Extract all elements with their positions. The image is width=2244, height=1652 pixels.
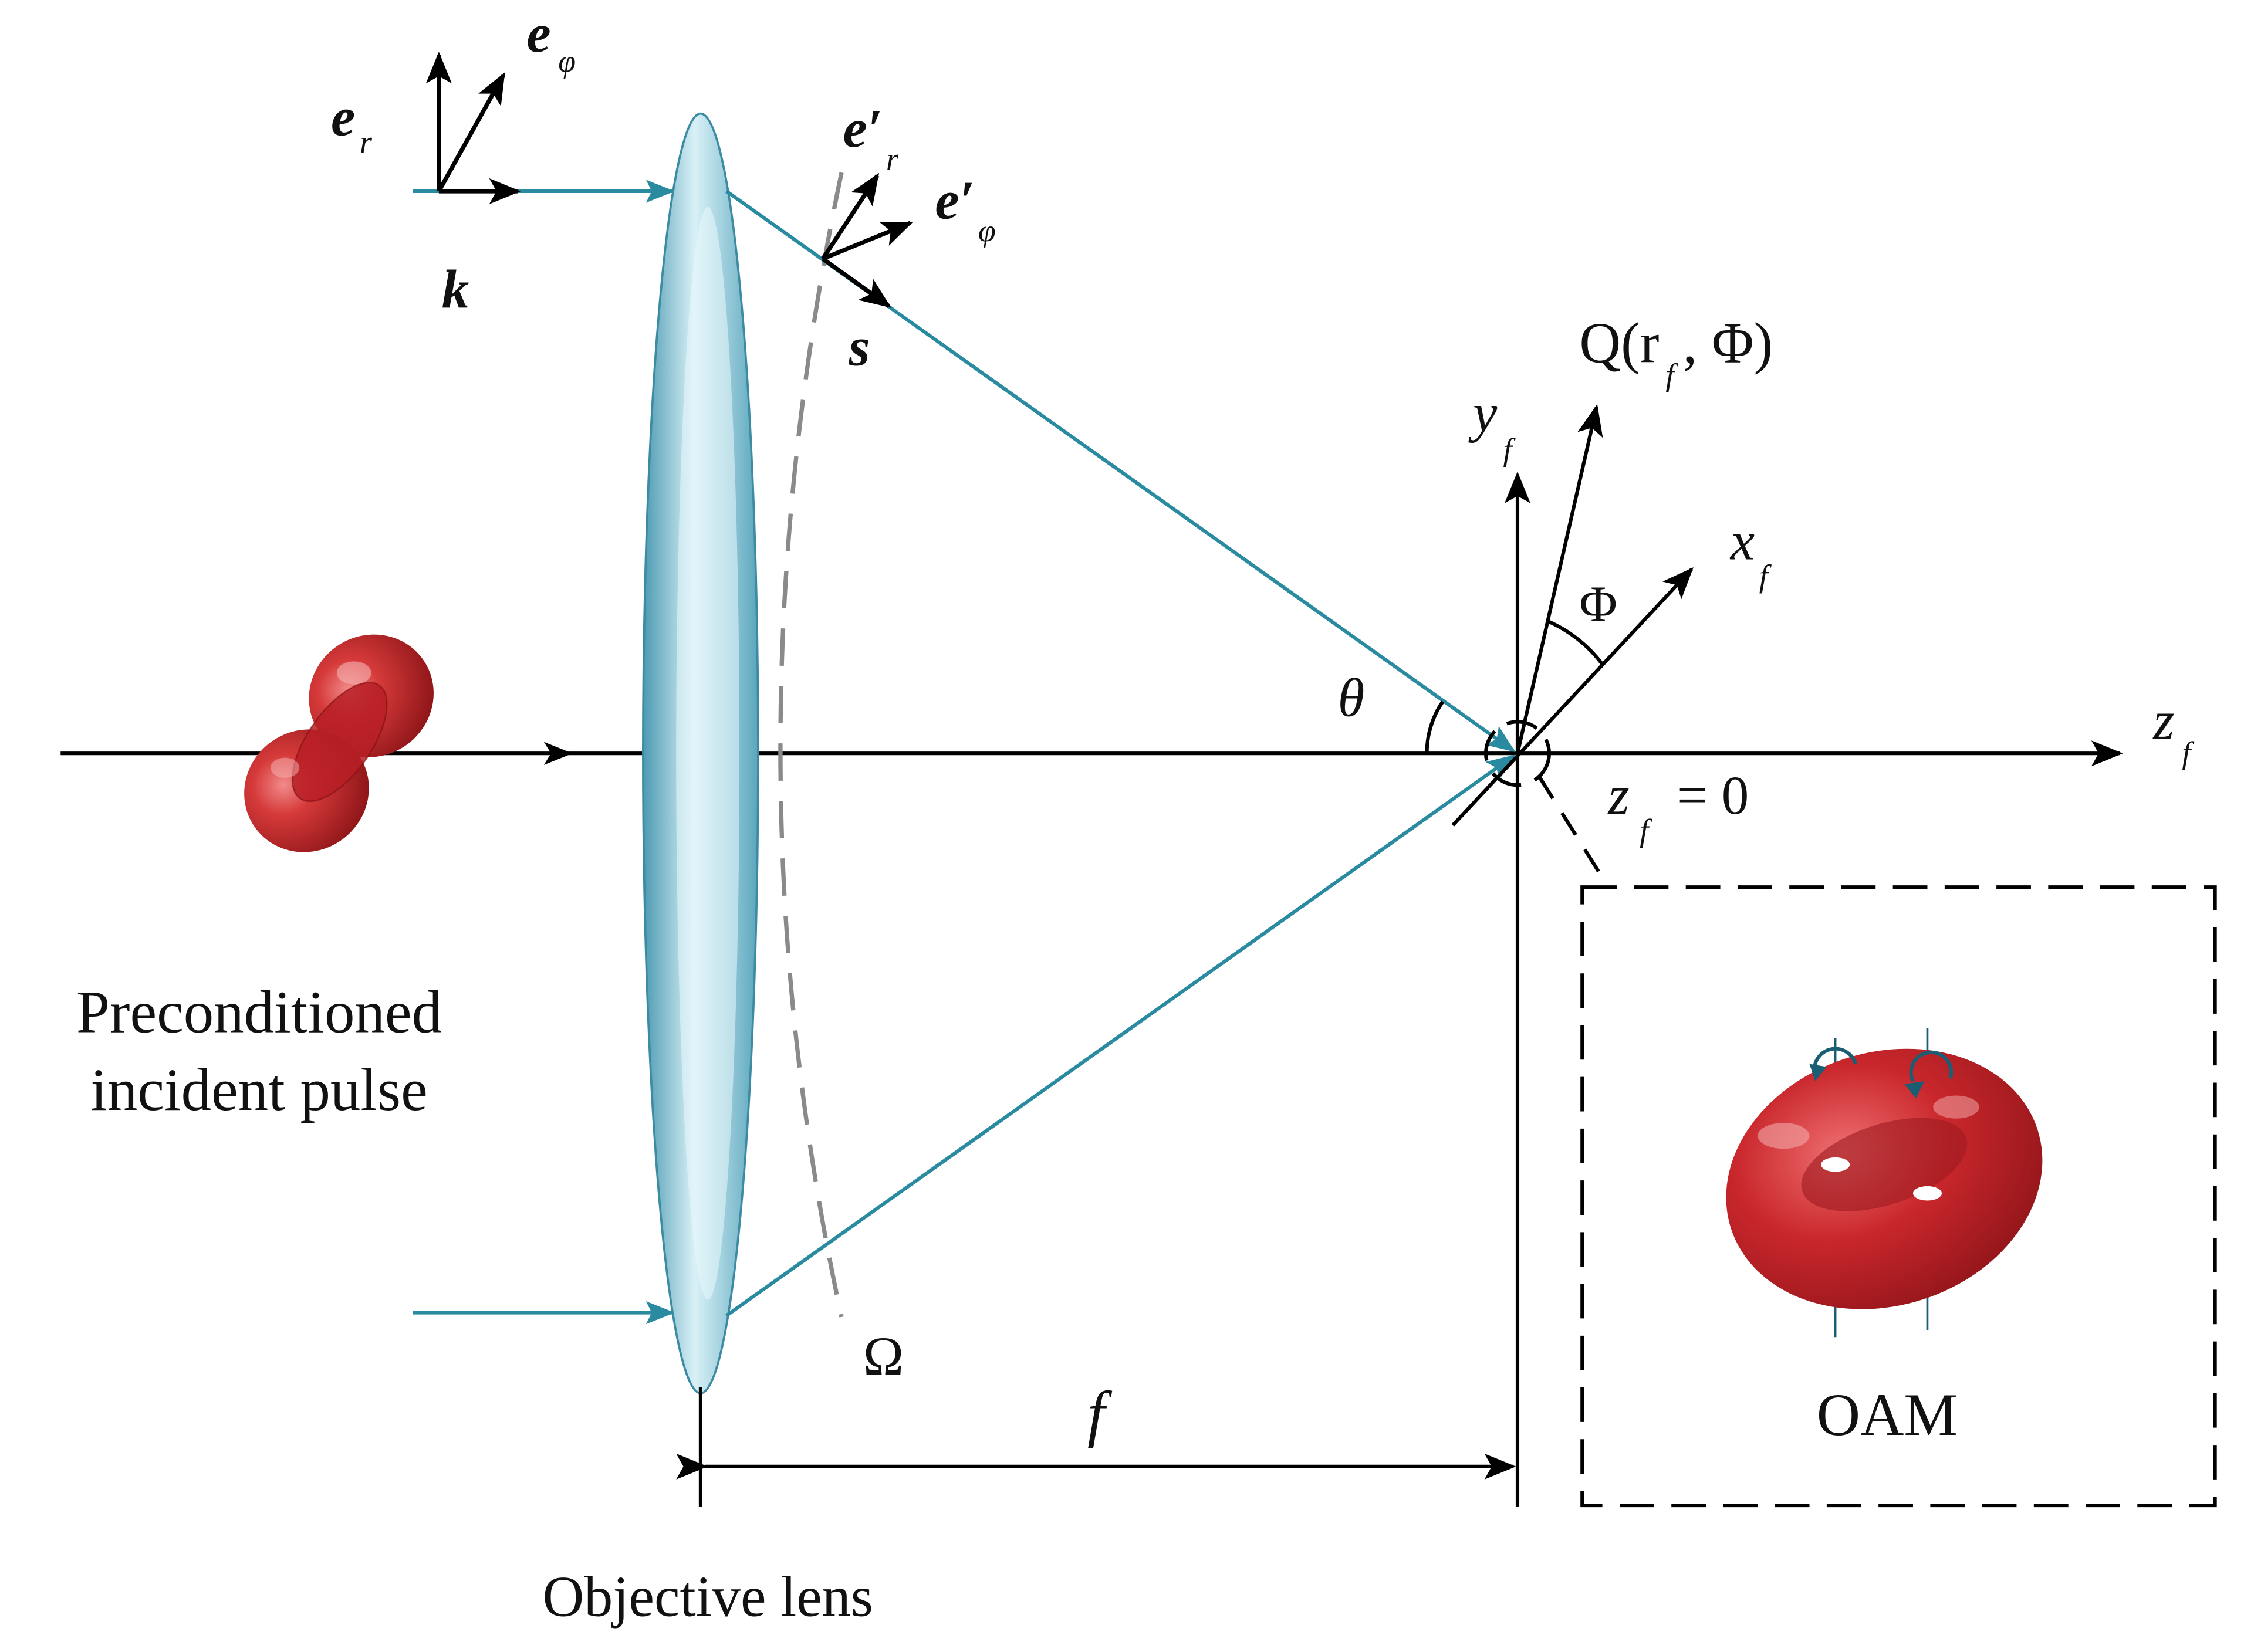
q-vector bbox=[1515, 404, 1603, 754]
reference-sphere-arc bbox=[778, 172, 844, 1318]
z-axis-label: z bbox=[2152, 691, 2174, 751]
e-r-prime-label: e′ bbox=[843, 99, 883, 159]
x-axis bbox=[1451, 567, 1694, 827]
converging-ray-bottom bbox=[725, 754, 1516, 1318]
e-phi-prime-label: e′ bbox=[935, 171, 975, 231]
phi-angle-arc bbox=[1547, 619, 1604, 666]
focal-length-label: f bbox=[1087, 1379, 1113, 1449]
x-axis-subscript: f bbox=[1759, 558, 1772, 594]
e-phi-subscript: φ bbox=[558, 44, 576, 79]
e-r-label: e bbox=[331, 87, 355, 147]
incident-pulse-blob bbox=[244, 634, 434, 852]
objective-lens-label: Objective lens bbox=[542, 1566, 873, 1629]
incident-pulse-label-line2: incident pulse bbox=[90, 1057, 428, 1123]
theta-angle-arc bbox=[1425, 700, 1445, 754]
focal-plane-equation: = 0 bbox=[1677, 766, 1749, 826]
e-phi-prime-arrow bbox=[822, 221, 914, 261]
point-q-suffix: , Φ) bbox=[1683, 312, 1773, 375]
focal-plane-label: z bbox=[1607, 766, 1629, 826]
oam-label: OAM bbox=[1817, 1382, 1958, 1448]
focus-circle bbox=[1483, 720, 1551, 787]
e-r-subscript: r bbox=[360, 124, 373, 160]
theta-label: θ bbox=[1338, 668, 1365, 729]
e-r-prime-arrow bbox=[821, 172, 880, 260]
focal-plane-subscript: f bbox=[1640, 813, 1652, 848]
oam-torus bbox=[1726, 1028, 2043, 1338]
s-label: s bbox=[848, 317, 870, 378]
axis-direction-arrow bbox=[543, 742, 573, 765]
z-axis-subscript: f bbox=[2182, 735, 2195, 770]
omega-label: Ω bbox=[863, 1326, 904, 1387]
e-r-prime-subscript: r bbox=[886, 141, 899, 177]
phi-label: Φ bbox=[1579, 576, 1617, 633]
k-label: k bbox=[442, 259, 469, 320]
point-q-label: Q(r bbox=[1579, 312, 1659, 375]
y-axis-label: y bbox=[1468, 383, 1498, 444]
y-axis-subscript: f bbox=[1503, 432, 1516, 467]
s-arrow bbox=[822, 257, 891, 309]
objective-lens bbox=[642, 112, 759, 1394]
e-phi-label: e bbox=[526, 4, 550, 64]
incident-pulse-label-line1: Preconditioned bbox=[76, 979, 442, 1046]
point-q-subscript: f bbox=[1665, 357, 1678, 392]
x-axis-label: x bbox=[1729, 511, 1755, 571]
zoom-connector bbox=[1537, 775, 1606, 881]
e-phi-prime-subscript: φ bbox=[978, 214, 996, 249]
e-phi-arrow bbox=[437, 72, 506, 192]
oam-inset-box bbox=[1580, 885, 2217, 1508]
